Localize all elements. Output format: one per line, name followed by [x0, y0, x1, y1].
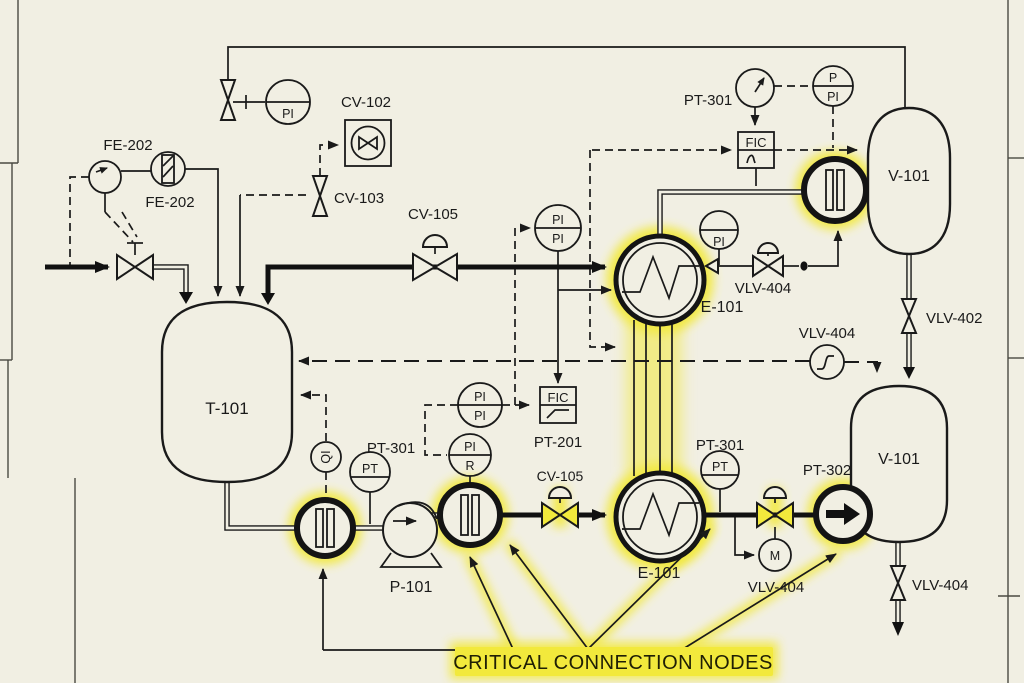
vlv404-function-bubble — [809, 344, 845, 380]
node-pt302 — [813, 484, 873, 544]
motor-text: M — [770, 549, 780, 563]
feed-valve — [116, 253, 154, 281]
pi-text: PI — [827, 90, 839, 104]
v101-upper-label: V-101 — [888, 168, 930, 185]
line-dot — [800, 261, 808, 271]
valve-cv105-discharge — [541, 486, 579, 529]
pt201-label: PT-201 — [534, 434, 582, 451]
p101-label: P-101 — [390, 579, 433, 596]
exchanger-tube-bundle — [633, 320, 673, 476]
tank-t101 — [160, 300, 294, 484]
pi-r-bubble: PI R — [448, 433, 492, 477]
e101-lower-label: E-101 — [638, 565, 681, 582]
valve-vlv404-discharge — [756, 486, 794, 529]
pump-p101 — [379, 501, 443, 568]
pipes — [152, 189, 912, 623]
valve-vlv402 — [900, 298, 918, 334]
vlv402-label: VLV-402 — [926, 310, 982, 327]
fe202-inline-label: FE-202 — [145, 194, 194, 211]
p-text: P — [829, 71, 837, 85]
callout: CRITICAL CONNECTION NODES — [318, 528, 837, 676]
pi-pi-feed-bottom: PI — [552, 232, 564, 246]
vent-valve — [219, 79, 237, 121]
valve-cv103 — [311, 175, 329, 217]
node-discharge — [437, 482, 503, 548]
pi-exchanger-bubble: PI — [699, 210, 739, 250]
pi-r-bottom: R — [465, 459, 474, 473]
pressure-gauge — [735, 68, 775, 108]
pi-pi-feed-bubble: PI PI — [534, 204, 582, 252]
cv102-label: CV-102 — [341, 94, 391, 111]
vlv404-exchanger-label: VLV-404 — [735, 280, 791, 297]
fic-overhead-box: FIC — [737, 131, 775, 169]
t101-label: T-101 — [205, 399, 248, 418]
fe202-top-label: FE-202 — [103, 137, 152, 154]
callout-text: CRITICAL CONNECTION NODES — [453, 652, 773, 674]
fic-mid-text: FIC — [548, 390, 569, 405]
callout-band — [455, 647, 773, 676]
p-pi-bubble: P PI — [812, 65, 854, 107]
cv105-discharge-label: CV-105 — [537, 468, 584, 484]
e101-upper-label: E-101 — [701, 299, 744, 316]
valve-vlv404-exchanger — [704, 242, 784, 278]
pt-suction-text: PT — [362, 462, 378, 476]
pt302-label: PT-302 — [803, 462, 851, 479]
fe202-flow-element — [88, 160, 122, 194]
node-suction — [294, 497, 356, 559]
vlv404-function-label: VLV-404 — [799, 325, 855, 342]
valve-cv105-main — [412, 234, 458, 282]
exchanger-e101-lower — [613, 470, 707, 564]
pi-vent-text: PI — [282, 107, 294, 121]
pi-pi-mid-bubble: PI PI — [457, 382, 503, 428]
vlv404-drain-label: VLV-404 — [912, 577, 968, 594]
qi-text: QI — [319, 450, 333, 463]
qi-bubble: QI — [310, 441, 342, 473]
cv105-main-label: CV-105 — [408, 206, 458, 223]
pi-vent-bubble: PI — [265, 79, 311, 125]
exchanger-e101-upper — [613, 233, 707, 327]
pt301-overhead-label: PT-301 — [684, 92, 732, 109]
valve-cv102-box — [344, 119, 392, 167]
node-overhead — [801, 156, 869, 224]
vessel-v101-upper — [866, 106, 952, 256]
pi-pi-feed-top: PI — [552, 213, 564, 227]
motor-bubble: M — [758, 538, 792, 572]
valve-vlv404-drain — [889, 565, 907, 601]
v101-lower-label: V-101 — [878, 451, 920, 468]
pt-suction-bubble: PT — [349, 451, 391, 493]
pi-r-top: PI — [464, 440, 476, 454]
vessel-v101-lower — [849, 384, 949, 544]
labels: FE-202 FE-202 CV-102 CV-103 CV-105 T-101… — [103, 92, 982, 596]
fe202-inline-indicator — [150, 151, 186, 187]
signal-lines — [69, 46, 906, 560]
pt301-suction-label: PT-301 — [367, 440, 415, 457]
pt-discharge-text: PT — [712, 460, 728, 474]
fic-overhead-text: FIC — [746, 135, 767, 150]
pt-discharge-bubble: PT — [700, 450, 740, 490]
pi-exchanger-text: PI — [713, 235, 725, 249]
fic-mid-box: FIC — [539, 386, 577, 424]
pt301-discharge-label: PT-301 — [696, 437, 744, 454]
cv103-label: CV-103 — [334, 190, 384, 207]
vlv404-discharge-label: VLV-404 — [748, 579, 804, 596]
pi-pi-mid-top: PI — [474, 390, 486, 404]
pi-pi-mid-bottom: PI — [474, 409, 486, 423]
